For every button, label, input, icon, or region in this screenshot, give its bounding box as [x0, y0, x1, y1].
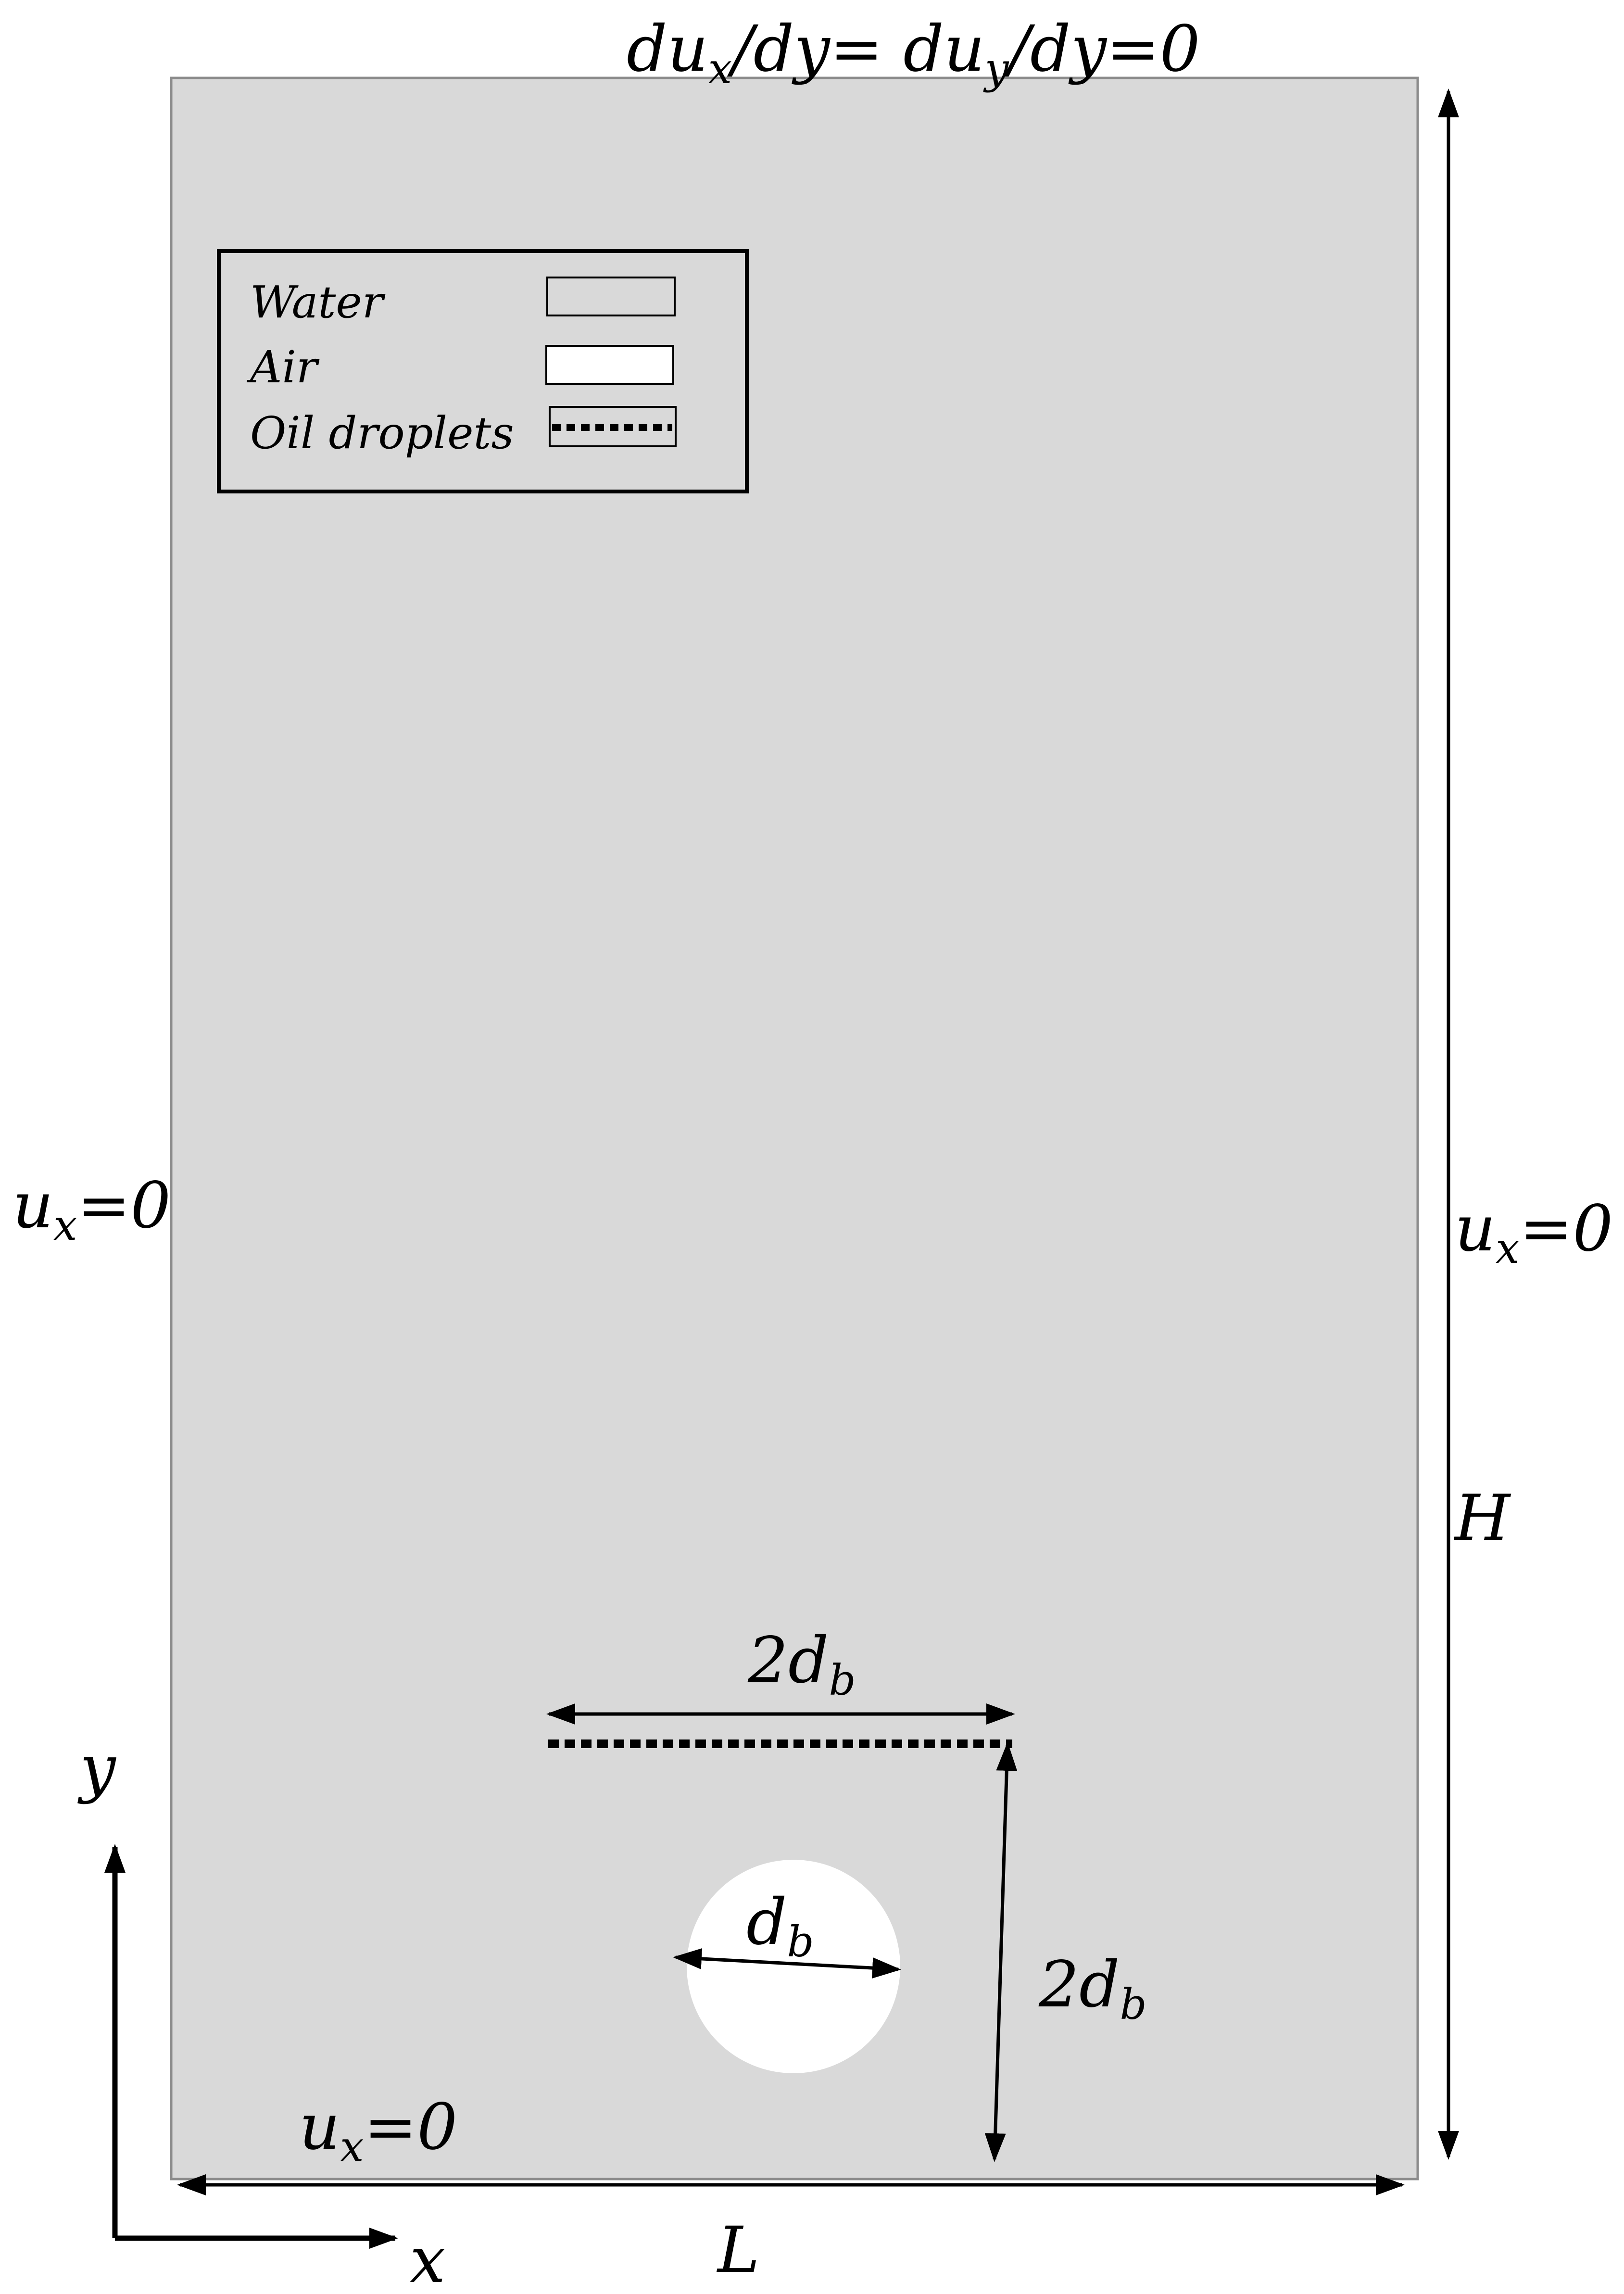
legend-label-air: Air: [246, 341, 320, 393]
y-axis-label: y: [77, 1731, 116, 1805]
bubble-diameter-arrow: [673, 1948, 901, 1979]
legend-box: [217, 249, 749, 493]
legend-label-oil-droplets: Oil droplets: [250, 407, 514, 459]
legend-swatch-water: [546, 277, 676, 316]
right-boundary-condition: ux=0: [1455, 1192, 1613, 1273]
legend-swatch-air: [545, 345, 674, 385]
length-label: L: [717, 2213, 760, 2287]
water-domain: [170, 76, 1419, 2181]
legend-label-water: Water: [250, 277, 386, 328]
x-axis-label: x: [410, 2223, 445, 2294]
droplet-width-label: 2db: [747, 1624, 856, 1705]
legend: Water Air Oil droplets: [217, 249, 749, 493]
height-label: H: [1454, 1481, 1511, 1555]
droplet-height-label: 2db: [1038, 1948, 1147, 2029]
bottom-boundary-condition: ux=0: [299, 2090, 457, 2171]
left-boundary-condition: ux=0: [13, 1169, 171, 1250]
droplet-height-arrow: [984, 1742, 1018, 2162]
bubble-diameter-label: db: [746, 1885, 814, 1966]
top-boundary-condition: dux/dy= duy/dy=0: [627, 12, 1200, 93]
